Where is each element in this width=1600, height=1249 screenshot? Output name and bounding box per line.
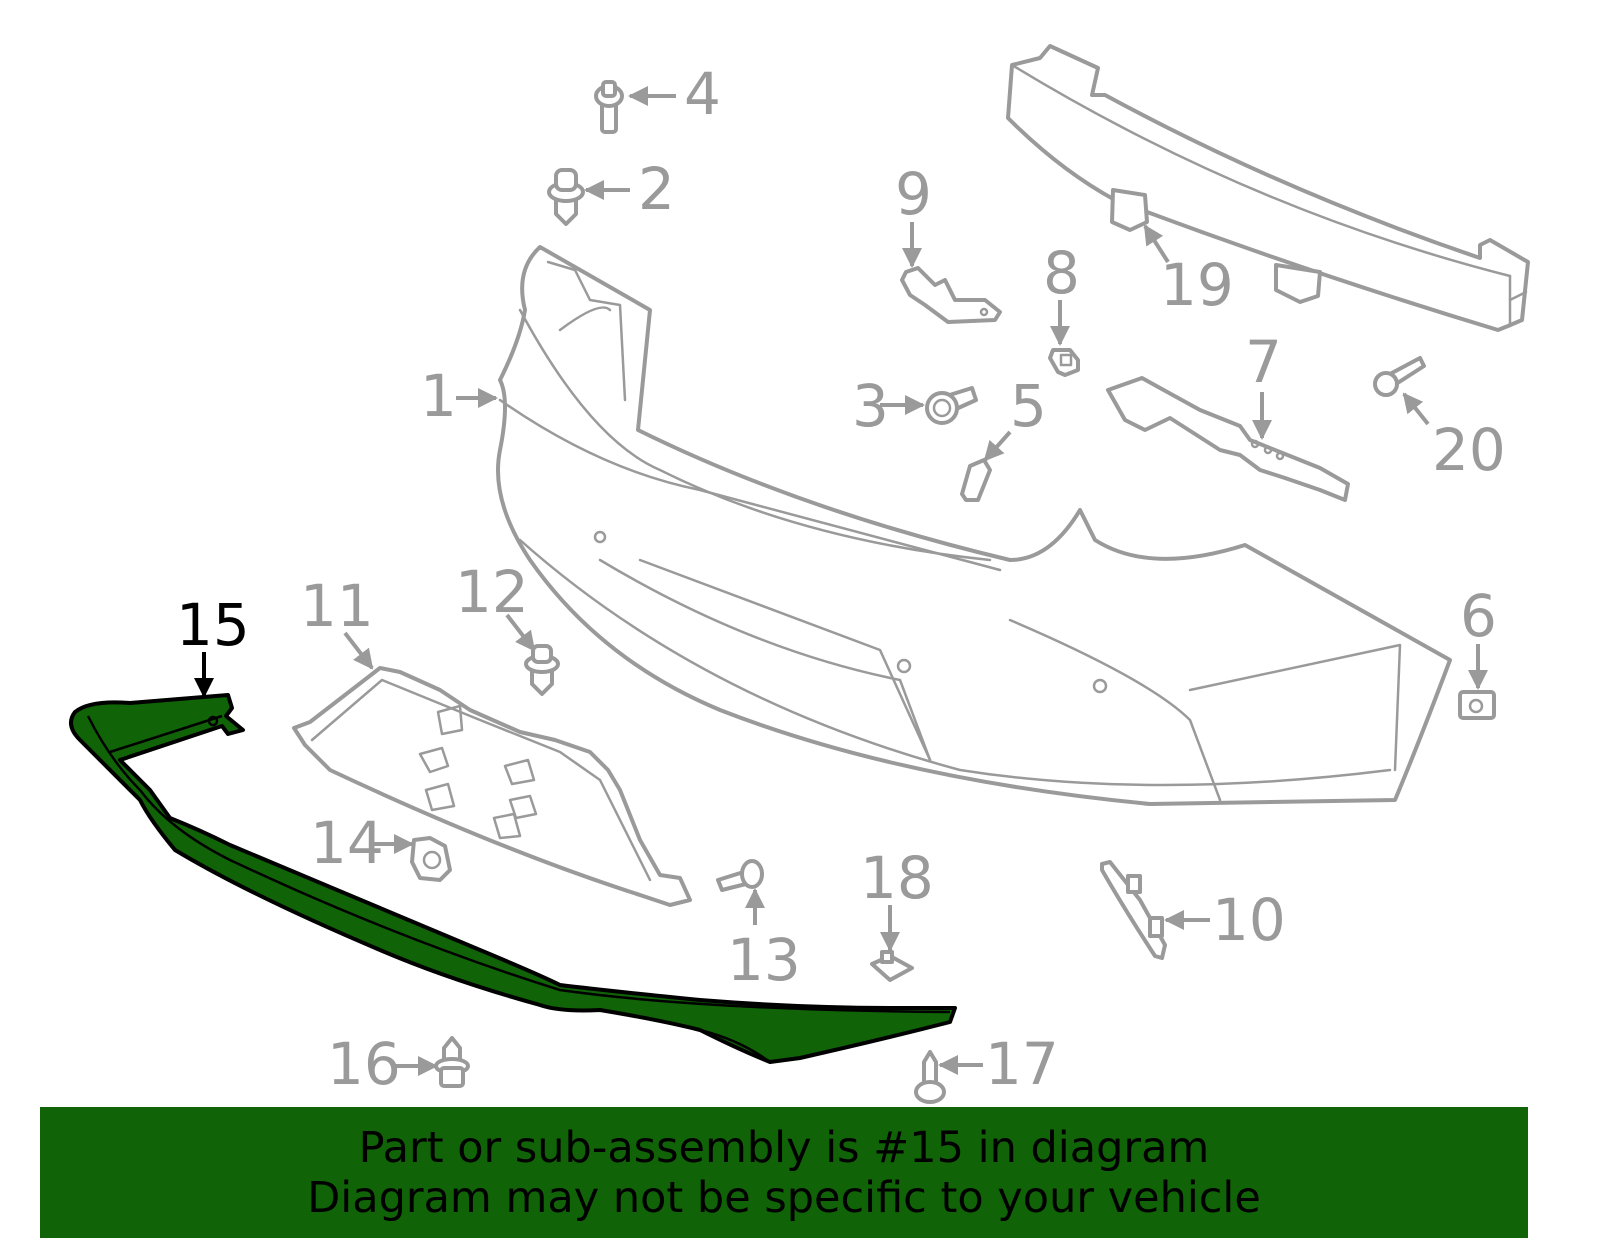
callout-1[interactable]: 1 — [420, 362, 498, 430]
callout-20[interactable]: 20 — [1402, 392, 1506, 484]
callout-label: 10 — [1212, 886, 1286, 954]
callout-label: 5 — [1010, 372, 1047, 440]
banner-line-2: Diagram may not be specific to your vehi… — [307, 1172, 1261, 1223]
lower-grille-bracket[interactable] — [292, 666, 692, 907]
callout-label: 8 — [1043, 239, 1080, 307]
side-bracket-right[interactable] — [1106, 376, 1350, 502]
callout-label: 4 — [684, 60, 721, 128]
bolt-part-3[interactable] — [925, 386, 978, 425]
callout-3[interactable]: 3 — [852, 372, 925, 440]
callout-8[interactable]: 8 — [1043, 239, 1080, 346]
notice-banner: Part or sub-assembly is #15 in diagram D… — [40, 1107, 1528, 1238]
callout-6[interactable]: 6 — [1460, 582, 1497, 690]
callout-label: 16 — [327, 1030, 401, 1098]
callout-label: 6 — [1460, 582, 1497, 650]
callout-label: 9 — [895, 160, 932, 228]
lower-valance-spoiler-highlighted[interactable] — [69, 693, 957, 1064]
callout-label: 12 — [455, 558, 529, 626]
side-bracket-left[interactable] — [900, 266, 1002, 324]
callout-label: 20 — [1432, 416, 1506, 484]
callout-12[interactable]: 12 — [455, 558, 536, 652]
callout-16[interactable]: 16 — [327, 1030, 438, 1098]
callout-9[interactable]: 9 — [895, 160, 932, 268]
callout-label: 17 — [985, 1030, 1059, 1098]
callout-13[interactable]: 13 — [727, 888, 801, 994]
callout-4[interactable]: 4 — [628, 60, 721, 128]
callout-label: 13 — [727, 926, 801, 994]
push-clip-part-2[interactable] — [547, 168, 585, 226]
banner-line-1: Part or sub-assembly is #15 in diagram — [358, 1122, 1210, 1173]
callout-label: 15 — [176, 591, 250, 659]
clip-nut-part-6[interactable] — [1458, 690, 1496, 720]
bolt-part-20[interactable] — [1373, 356, 1426, 397]
callout-label: 11 — [300, 572, 374, 640]
callout-7[interactable]: 7 — [1245, 328, 1282, 440]
tapping-screw-part-17[interactable] — [914, 1050, 946, 1104]
clip-nut-part-14[interactable] — [410, 836, 452, 882]
callout-19[interactable]: 19 — [1143, 224, 1234, 319]
reflector-part-10[interactable] — [1100, 860, 1167, 960]
screw-part-13[interactable] — [716, 859, 764, 892]
callout-10[interactable]: 10 — [1164, 886, 1286, 954]
callout-label: 14 — [310, 809, 384, 877]
callout-15[interactable]: 15 — [176, 591, 250, 698]
callout-2[interactable]: 2 — [584, 155, 675, 223]
callout-label: 1 — [420, 362, 457, 430]
callout-5[interactable]: 5 — [983, 372, 1047, 462]
push-clip-part-12[interactable] — [524, 644, 560, 696]
callout-11[interactable]: 11 — [300, 572, 374, 670]
callout-label: 18 — [860, 844, 934, 912]
flange-bolt-part[interactable] — [594, 80, 624, 134]
callout-label: 19 — [1160, 251, 1234, 319]
callout-18[interactable]: 18 — [860, 844, 934, 952]
impact-bar[interactable] — [1006, 44, 1530, 332]
bumper-cover[interactable] — [496, 245, 1452, 806]
callout-label: 3 — [852, 372, 889, 440]
callout-17[interactable]: 17 — [938, 1030, 1059, 1098]
speed-nut-part-18[interactable] — [870, 950, 914, 982]
clip-part-8[interactable] — [1048, 348, 1080, 377]
callout-label: 2 — [638, 155, 675, 223]
callout-14[interactable]: 14 — [310, 809, 414, 877]
retainer-part-5[interactable] — [960, 458, 992, 502]
callout-label: 7 — [1245, 328, 1282, 396]
push-clip-part-16[interactable] — [434, 1036, 470, 1088]
